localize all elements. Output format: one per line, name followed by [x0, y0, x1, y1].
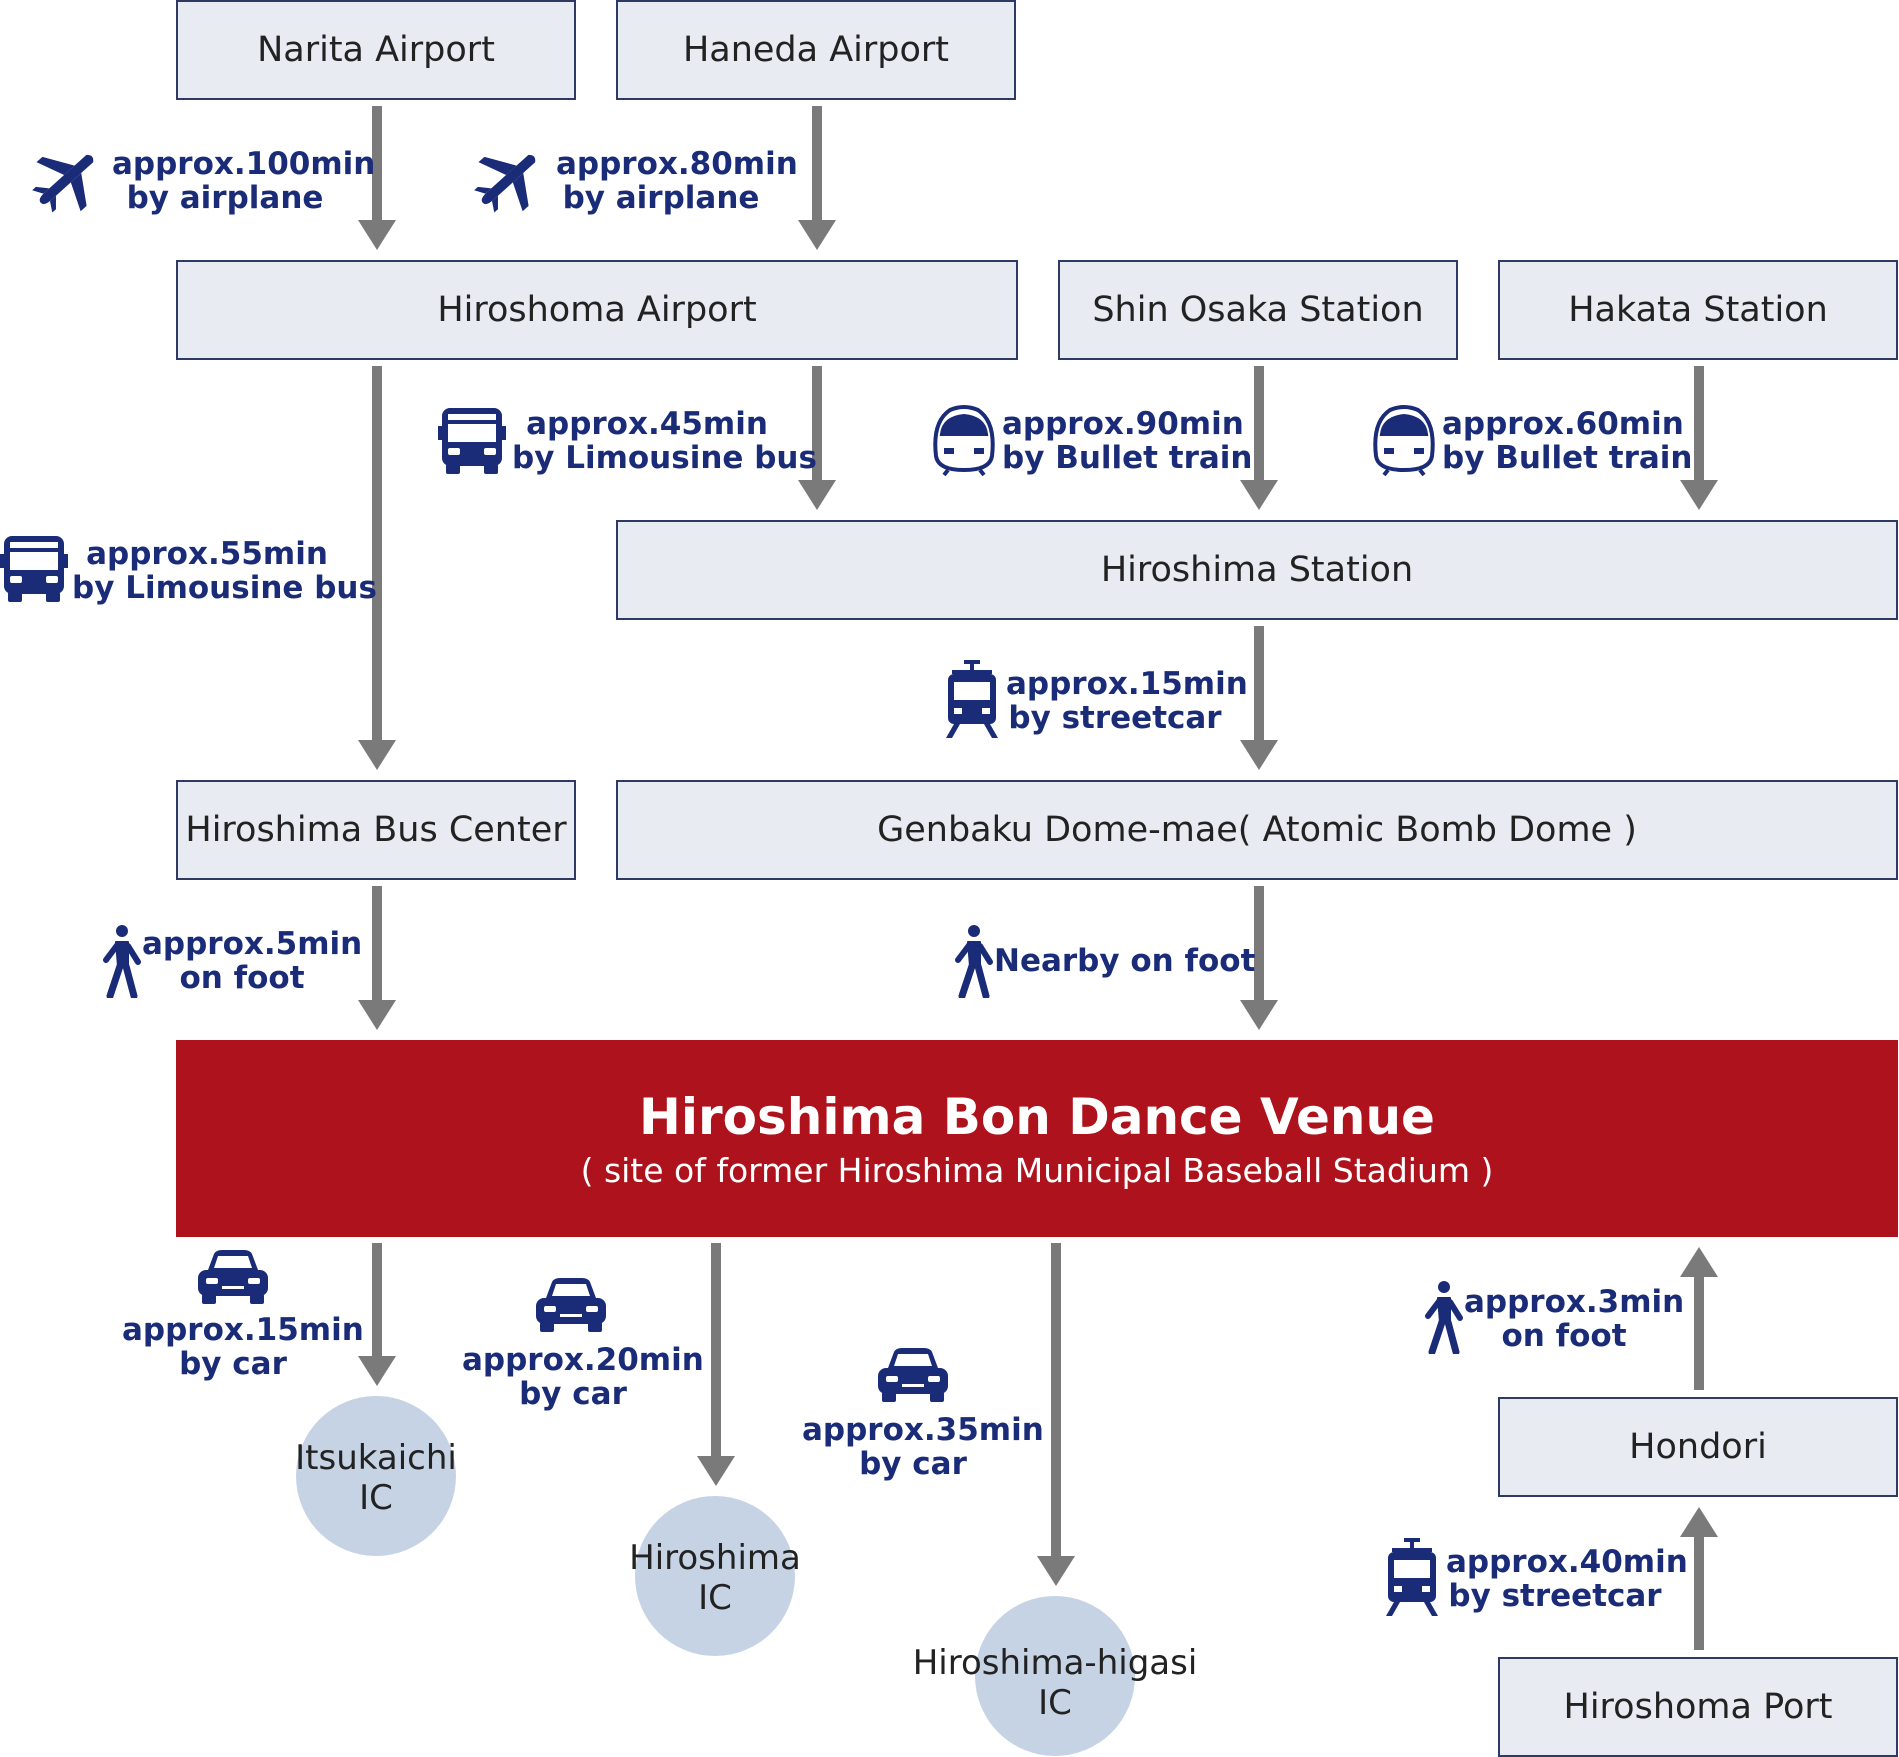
route-arrow-head	[358, 1000, 396, 1030]
route-arrow-head	[1037, 1556, 1075, 1586]
narita-airport-box: Narita Airport	[176, 0, 576, 100]
bus-icon	[0, 532, 68, 604]
hiroshima-ic-circle	[635, 1496, 795, 1656]
route-arrow-shaft	[1254, 886, 1264, 1000]
route-arrow-shaft	[711, 1243, 721, 1456]
hiroshima-station-box: Hiroshima Station	[616, 520, 1898, 620]
route-arrow-head	[1680, 480, 1718, 510]
route-arrow-shaft	[372, 366, 382, 740]
route-arrow-head	[1240, 1000, 1278, 1030]
route-arrow-shaft	[1254, 366, 1264, 480]
hondori-box: Hondori	[1498, 1397, 1898, 1497]
walking-person-icon	[98, 924, 144, 998]
route-arrow-shaft	[1694, 366, 1704, 480]
route-arrow-shaft	[1694, 1537, 1704, 1650]
route-arrow-head	[358, 740, 396, 770]
route-arrow-shaft	[812, 366, 822, 480]
bullet-train-icon	[1370, 404, 1438, 476]
streetcar-icon	[944, 660, 1000, 738]
venue-subtitle: ( site of former Hiroshima Municipal Bas…	[580, 1150, 1494, 1190]
itsukaichi-ic-circle	[296, 1396, 456, 1556]
bon-dance-venue-box: Hiroshima Bon Dance Venue ( site of form…	[176, 1040, 1898, 1237]
route-arrow-shaft	[1694, 1277, 1704, 1390]
route-arrow-shaft	[372, 886, 382, 1000]
shin-osaka-station-box: Shin Osaka Station	[1058, 260, 1458, 360]
route-arrow-head	[1240, 740, 1278, 770]
airplane-icon	[470, 145, 546, 215]
route-arrow-shaft	[1051, 1243, 1061, 1556]
genbaku-foot-label: Nearby on foot	[994, 943, 1256, 979]
streetcar-icon	[1384, 1538, 1440, 1616]
route-arrow-head	[798, 220, 836, 250]
route-arrow-shaft	[1254, 626, 1264, 740]
car-icon	[874, 1344, 952, 1404]
car-icon	[532, 1274, 610, 1334]
route-arrow-head	[1240, 480, 1278, 510]
hiroshima-higasi-ic-circle	[975, 1596, 1135, 1756]
bus-icon	[438, 404, 506, 476]
route-arrow-head	[1680, 1507, 1718, 1537]
car-icon	[194, 1246, 272, 1306]
venue-title: Hiroshima Bon Dance Venue	[639, 1087, 1435, 1146]
walking-person-icon	[950, 924, 996, 998]
route-arrow-shaft	[372, 106, 382, 220]
route-arrow-head	[697, 1456, 735, 1486]
haneda-airport-box: Haneda Airport	[616, 0, 1016, 100]
bus-center-box: Hiroshima Bus Center	[176, 780, 576, 880]
route-arrow-head	[1680, 1247, 1718, 1277]
hakata-station-box: Hakata Station	[1498, 260, 1898, 360]
hiroshima-airport-box: Hiroshoma Airport	[176, 260, 1018, 360]
route-arrow-head	[798, 480, 836, 510]
hiroshima-port-box: Hiroshoma Port	[1498, 1657, 1898, 1757]
bullet-train-icon	[930, 404, 998, 476]
route-arrow-shaft	[812, 106, 822, 220]
airplane-icon	[28, 145, 104, 215]
genbaku-dome-box: Genbaku Dome-mae( Atomic Bomb Dome )	[616, 780, 1898, 880]
walking-person-icon	[1420, 1280, 1466, 1354]
route-arrow-head	[358, 220, 396, 250]
route-arrow-head	[358, 1356, 396, 1386]
route-arrow-shaft	[372, 1243, 382, 1356]
